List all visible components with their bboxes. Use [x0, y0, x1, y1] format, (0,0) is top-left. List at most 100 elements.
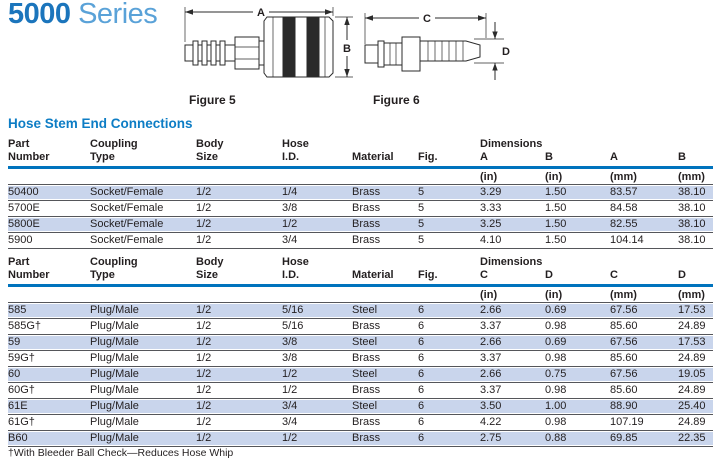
- units-cell: (mm): [610, 171, 637, 183]
- table-cell: 1/2: [282, 368, 298, 380]
- column-header: Fig.: [418, 138, 480, 163]
- table-cell: 1/2: [196, 218, 212, 230]
- table-cell: 1/2: [196, 186, 212, 198]
- figure6-caption: Figure 6: [373, 93, 420, 107]
- table-cell: 24.89: [678, 384, 706, 396]
- table-cell: Steel: [352, 304, 378, 316]
- table-cell: 104.14: [610, 234, 644, 246]
- column-header: Fig.: [418, 256, 480, 281]
- table-cell: 67.56: [610, 368, 638, 380]
- footnote: †With Bleeder Ball Check—Reduces Hose Wh…: [8, 447, 234, 459]
- table-cell: 67.56: [610, 304, 638, 316]
- table-cell: 5900: [8, 234, 33, 246]
- units-cell: [352, 287, 418, 303]
- units-cell: (in): [480, 289, 498, 301]
- column-header-line1: [678, 256, 713, 269]
- table-cell: 3.37: [480, 352, 502, 364]
- column-header: B: [545, 138, 610, 163]
- table-cell: 3.37: [480, 384, 502, 396]
- table-cell: 3.33: [480, 202, 502, 214]
- column-header: A: [610, 138, 678, 163]
- table-cell: 83.57: [610, 186, 638, 198]
- units-cell: [418, 287, 480, 303]
- table-cell: 5: [418, 218, 425, 230]
- units-cell: (in): [545, 171, 563, 183]
- table-cell: Plug/Male: [90, 304, 139, 316]
- column-header-line2: Number: [8, 268, 50, 281]
- table-cell: 24.89: [678, 320, 706, 332]
- column-header-line1: Part: [8, 138, 30, 150]
- table-cell: 5/16: [282, 320, 304, 332]
- column-header-line2: Fig.: [418, 268, 438, 281]
- header-rule: [8, 284, 713, 287]
- column-header-line1: [352, 138, 418, 151]
- table-cell: 22.35: [678, 432, 706, 444]
- table-cell: Plug/Male: [90, 352, 139, 364]
- column-header: D: [545, 256, 610, 281]
- column-header-line1: Dimensions: [480, 138, 543, 150]
- column-header-line1: [610, 138, 678, 151]
- figure6-plug-drawing: C D: [364, 13, 510, 80]
- column-header-line2: Type: [90, 268, 115, 281]
- column-header-line1: Body: [196, 138, 224, 150]
- column-header-line1: [610, 256, 678, 269]
- units-cell: [196, 287, 282, 303]
- table-cell: Brass: [352, 320, 381, 332]
- units-cell: (in): [545, 289, 563, 301]
- table-cell: 1.00: [545, 400, 567, 412]
- table-cell: Plug/Male: [90, 400, 139, 412]
- table-cell: 6: [418, 400, 425, 412]
- column-header: B: [678, 138, 713, 163]
- table-cell: Plug/Male: [90, 384, 139, 396]
- table-cell: 1.50: [545, 234, 567, 246]
- units-cell: (in): [480, 171, 498, 183]
- table-cell: Socket/Female: [90, 218, 164, 230]
- table-cell: 61G†: [8, 416, 35, 428]
- table-cell: 3.37: [480, 320, 502, 332]
- table-cell: Brass: [352, 416, 381, 428]
- table-cell: 25.40: [678, 400, 706, 412]
- table-cell: 5: [418, 202, 425, 214]
- table-cell: 0.88: [545, 432, 567, 444]
- table-cell: 3.50: [480, 400, 502, 412]
- table-cell: 50400: [8, 186, 39, 198]
- table-cell: 3.29: [480, 186, 502, 198]
- table-cell: 3/4: [282, 400, 298, 412]
- table-cell: 1/4: [282, 186, 298, 198]
- table-cell: 1/2: [196, 234, 212, 246]
- series-number: 5000: [8, 0, 71, 30]
- table-cell: 3/8: [282, 352, 298, 364]
- table-cell: 2.66: [480, 304, 502, 316]
- units-cell: [90, 287, 196, 303]
- table-cell: 107.19: [610, 416, 644, 428]
- table-cell: Brass: [352, 186, 381, 198]
- table-cell: Socket/Female: [90, 186, 164, 198]
- column-header-line2: B: [678, 150, 686, 163]
- table-cell: 2.75: [480, 432, 502, 444]
- section-heading: Hose Stem End Connections: [8, 116, 193, 131]
- table-cell: 4.10: [480, 234, 502, 246]
- units-cell: [90, 169, 196, 185]
- table-cell: 0.98: [545, 320, 567, 332]
- table-cell: 1/2: [196, 432, 212, 444]
- column-header-line2: I.D.: [282, 150, 300, 163]
- table-cell: 0.69: [545, 304, 567, 316]
- table-cell: 85.60: [610, 384, 638, 396]
- column-header-line2: C: [480, 268, 488, 281]
- column-header-line2: A: [480, 150, 488, 163]
- table-cell: 38.10: [678, 234, 706, 246]
- table-cell: 1/2: [196, 368, 212, 380]
